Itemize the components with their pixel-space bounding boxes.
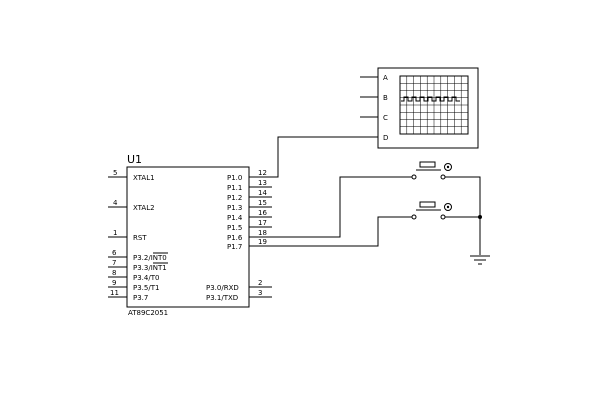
pin-name: P3.4/T0 — [133, 274, 159, 282]
wire-switch1-to-ground — [445, 176, 481, 255]
pin-number: 7 — [112, 259, 116, 267]
pin-number: 9 — [112, 279, 116, 287]
push-button-2[interactable] — [411, 201, 452, 220]
pin-name: P1.1 — [227, 184, 242, 192]
pin-number: 11 — [110, 289, 119, 297]
pin-name: P3.1/TXD — [206, 294, 238, 302]
pin-number: 15 — [258, 199, 267, 207]
pin-number: 2 — [258, 279, 262, 287]
pin-name: P3.5/T1 — [133, 284, 159, 292]
channel-label-c: C — [383, 114, 388, 122]
chip-body[interactable] — [126, 166, 250, 308]
chip-right-pins: 12 P1.0 13 P1.1 14 P1.2 15 P1.3 16 P1.4 … — [206, 169, 272, 302]
pin-number: 18 — [258, 229, 267, 237]
pin-name: P1.5 — [227, 224, 242, 232]
pin-name: P1.3 — [227, 204, 242, 212]
channel-label-d: D — [383, 134, 388, 142]
pin-number: 1 — [113, 229, 117, 237]
pin-number: 17 — [258, 219, 267, 227]
pin-number: 5 — [113, 169, 117, 177]
pin-number: 16 — [258, 209, 267, 217]
pin-name: P3.0/RXD — [206, 284, 239, 292]
pin-number: 14 — [258, 189, 267, 197]
chip-designator: U1 — [127, 153, 142, 166]
chip-left-pins: 5 XTAL1 4 XTAL2 1 RST 6 P3.2/INT0 7 P3.3… — [108, 169, 168, 302]
pin-number: 8 — [112, 269, 116, 277]
pin-name: P1.2 — [227, 194, 242, 202]
pin-name: P1.4 — [227, 214, 243, 222]
wire-p16-to-switch1 — [272, 176, 412, 238]
chip-part-number: AT89C2051 — [128, 309, 168, 317]
pin-name: P3.2/INT0 — [133, 254, 167, 262]
pin-name: XTAL1 — [133, 174, 155, 182]
pin-name: P1.0 — [227, 174, 242, 182]
pin-number: 4 — [113, 199, 118, 207]
oscilloscope-grid — [400, 76, 468, 134]
oscilloscope[interactable]: A B C D — [360, 67, 479, 149]
wire-p17-to-switch2 — [272, 216, 412, 247]
pin-name: XTAL2 — [133, 204, 155, 212]
push-button-1[interactable] — [411, 161, 452, 180]
channel-label-b: B — [383, 94, 388, 102]
pin-number: 12 — [258, 169, 267, 177]
junction-dot — [478, 215, 482, 219]
wire-p10-to-scope — [272, 136, 360, 178]
oscilloscope-trace — [401, 96, 460, 102]
pin-number: 3 — [258, 289, 262, 297]
pin-name: P3.7 — [133, 294, 148, 302]
pin-name: P3.3/INT1 — [133, 264, 167, 272]
pin-number: 6 — [112, 249, 117, 257]
channel-label-a: A — [383, 74, 388, 82]
pin-name: P1.6 — [227, 234, 243, 242]
pin-number: 13 — [258, 179, 267, 187]
pin-name: P1.7 — [227, 243, 242, 251]
pin-number: 19 — [258, 238, 267, 246]
ground-icon — [470, 255, 490, 265]
pin-name: RST — [133, 234, 147, 242]
